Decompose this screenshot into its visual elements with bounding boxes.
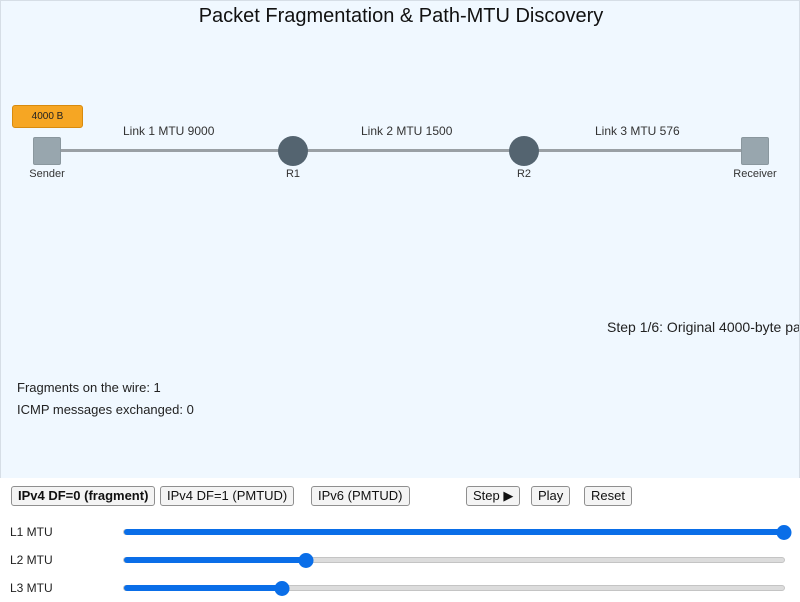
l2-mtu-slider-thumb[interactable]: [298, 553, 314, 568]
sender-node: [33, 137, 61, 165]
link-1-label: Link 1 MTU 9000: [123, 124, 215, 138]
l2-mtu-slider[interactable]: [123, 553, 785, 568]
mode-ipv4-pmtud-button[interactable]: IPv4 DF=1 (PMTUD): [160, 486, 295, 506]
link-1-line: [61, 149, 279, 152]
mode-ipv4-fragment-button[interactable]: IPv4 DF=0 (fragment): [11, 486, 156, 506]
router-r1-node: [278, 136, 308, 166]
page-title: Packet Fragmentation & Path-MTU Discover…: [198, 5, 604, 27]
step-status-text: Step 1/6: Original 4000-byte pa: [607, 319, 800, 335]
l1-mtu-slider[interactable]: [123, 525, 792, 540]
step-button[interactable]: Step ▶: [466, 486, 521, 506]
router-r1-label: R1: [285, 168, 301, 180]
sender-label: Sender: [29, 168, 65, 180]
link-3-line: [538, 149, 742, 152]
fragments-counter: Fragments on the wire: 1: [17, 380, 161, 395]
receiver-node: [741, 137, 769, 165]
packet-token: 4000 B: [12, 105, 83, 128]
l1-mtu-slider-fill: [124, 529, 784, 535]
l1-mtu-slider-thumb[interactable]: [776, 525, 792, 540]
link-2-label: Link 2 MTU 1500: [361, 124, 453, 138]
reset-button[interactable]: Reset: [584, 486, 632, 506]
l1-mtu-label: L1 MTU: [10, 525, 53, 539]
play-button[interactable]: Play: [531, 486, 571, 506]
l3-mtu-slider[interactable]: [123, 581, 785, 596]
l2-mtu-slider-fill: [124, 557, 306, 563]
router-r2-label: R2: [516, 168, 532, 180]
mode-ipv6-pmtud-button[interactable]: IPv6 (PMTUD): [311, 486, 410, 506]
l2-mtu-label: L2 MTU: [10, 553, 53, 567]
simulation-canvas: Packet Fragmentation & Path-MTU Discover…: [0, 0, 800, 479]
icmp-counter: ICMP messages exchanged: 0: [17, 402, 194, 417]
link-3-label: Link 3 MTU 576: [595, 124, 680, 138]
receiver-label: Receiver: [733, 168, 777, 180]
l3-mtu-label: L3 MTU: [10, 581, 53, 595]
l3-mtu-slider-thumb[interactable]: [274, 581, 290, 596]
link-2-line: [307, 149, 517, 152]
l3-mtu-slider-fill: [124, 585, 282, 591]
router-r2-node: [509, 136, 539, 166]
